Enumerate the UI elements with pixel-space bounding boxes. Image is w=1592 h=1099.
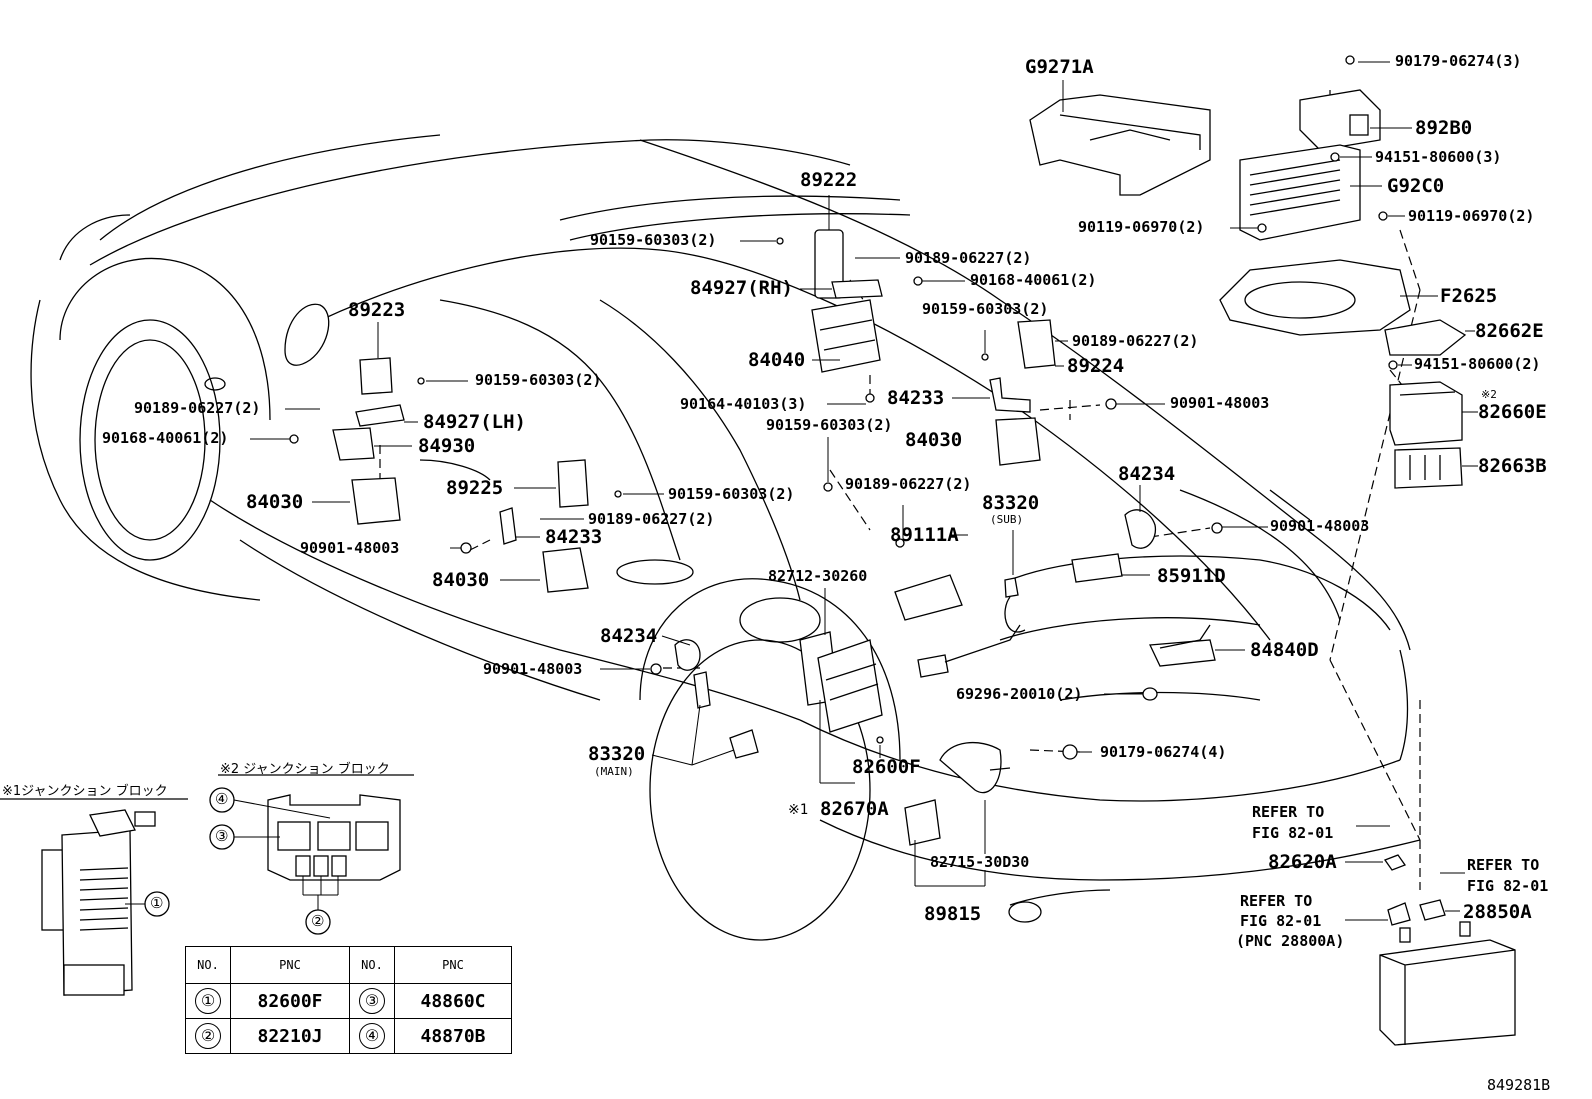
table-row: ② 82210J ④ 48870B xyxy=(185,1018,512,1054)
car-body-outline xyxy=(30,134,1421,941)
label-90179-06274-3: 90179-06274(3) xyxy=(1395,52,1522,70)
label-90901-48003-d: 90901-48003 xyxy=(483,660,583,678)
label-84840d: 84840D xyxy=(1250,639,1319,661)
label-84233-a: 84233 xyxy=(545,526,603,548)
label-90164-40103: 90164-40103(3) xyxy=(680,395,807,413)
label-90168-40061-b: 90168-40061(2) xyxy=(102,429,229,447)
row-1-pnc-1: 82600F xyxy=(230,983,350,1019)
label-84030-c: 84030 xyxy=(905,429,963,451)
label-82620a: 82620A xyxy=(1268,851,1337,873)
label-89222: 89222 xyxy=(800,169,858,191)
label-90901-48003-b: 90901-48003 xyxy=(1170,394,1270,412)
label-90179-06274-4: 90179-06274(4) xyxy=(1100,743,1227,761)
label-refer-3-b: FIG 82-01 xyxy=(1240,912,1322,930)
header-pnc-1: PNC xyxy=(230,946,350,984)
row-2-no-1: ② xyxy=(185,1018,231,1054)
label-refer-1-a: REFER TO xyxy=(1252,803,1325,821)
label-892b0: 892B0 xyxy=(1415,117,1473,139)
row-1-no-1: ① xyxy=(185,983,231,1019)
label-84233-b: 84233 xyxy=(887,387,945,409)
label-refer-2-b: FIG 82-01 xyxy=(1467,877,1549,895)
label-90189-06227-e: 90189-06227(2) xyxy=(845,475,972,493)
label-82712-30260: 82712-30260 xyxy=(768,567,868,585)
label-refer-3-a: REFER TO xyxy=(1240,892,1313,910)
label-90159-60303-e: 90159-60303(2) xyxy=(766,416,893,434)
label-90901-48003-c: 90901-48003 xyxy=(1270,517,1370,535)
label-82715-30d30: 82715-30D30 xyxy=(930,853,1030,871)
label-83320-sub: 83320 xyxy=(982,492,1040,514)
label-83320-main: 83320 xyxy=(588,743,646,765)
label-90189-06227-c: 90189-06227(2) xyxy=(134,399,261,417)
label-94151-80600-2: 94151-80600(2) xyxy=(1414,355,1541,373)
row-2-pnc-2: 48870B xyxy=(394,1018,512,1054)
row-2-no-2: ④ xyxy=(349,1018,395,1054)
label-g92c0: G92C0 xyxy=(1387,175,1445,197)
label-94151-80600-3: 94151-80600(3) xyxy=(1375,148,1502,166)
label-90119-06970-right: 90119-06970(2) xyxy=(1408,207,1535,225)
label-refer-1-b: FIG 82-01 xyxy=(1252,824,1334,842)
leader-lines xyxy=(250,61,1478,921)
table-row: ① 82600F ③ 48860C xyxy=(185,983,512,1019)
inset-2-callout-3: ③ xyxy=(215,827,229,845)
label-84234-b: 84234 xyxy=(600,625,658,647)
label-82660e: 82660E xyxy=(1478,401,1547,423)
pnc-table-header: NO. PNC NO. PNC xyxy=(185,946,512,984)
row-2-pnc-1: 82210J xyxy=(230,1018,350,1054)
inset-2-callout-2: ② xyxy=(311,912,325,930)
label-refer-3-c: (PNC 28800A) xyxy=(1236,932,1345,950)
label-84927-rh: 84927(RH) xyxy=(690,277,793,299)
label-82663b: 82663B xyxy=(1478,455,1547,477)
label-90189-06227-a: 90189-06227(2) xyxy=(905,249,1032,267)
label-84927-lh: 84927(LH) xyxy=(423,411,526,433)
label-89224: 89224 xyxy=(1067,355,1125,377)
label-89815: 89815 xyxy=(924,903,982,925)
parts xyxy=(289,55,1516,1046)
header-pnc-2: PNC xyxy=(394,946,512,984)
label-84030-b: 84030 xyxy=(432,569,490,591)
label-84930: 84930 xyxy=(418,435,476,457)
label-89223: 89223 xyxy=(348,299,406,321)
label-84234-a: 84234 xyxy=(1118,463,1176,485)
label-90189-06227-b: 90189-06227(2) xyxy=(1072,332,1199,350)
label-f2625: F2625 xyxy=(1440,285,1498,307)
label-89225: 89225 xyxy=(446,477,504,499)
label-note-1-mark: ※1 xyxy=(788,802,809,818)
label-90159-60303-a: 90159-60303(2) xyxy=(590,231,717,249)
label-90168-40061-a: 90168-40061(2) xyxy=(970,271,1097,289)
row-1-no-2: ③ xyxy=(349,983,395,1019)
inset-junction-block-1 xyxy=(0,798,188,996)
figure-id: 849281B xyxy=(1487,1076,1551,1094)
inset-1-callout: ① xyxy=(150,894,164,912)
label-82662e: 82662E xyxy=(1475,320,1544,342)
inset-1-title: ※1ジャンクション ブロック xyxy=(2,784,168,799)
label-28850a: 28850A xyxy=(1463,901,1532,923)
label-89111a: 89111A xyxy=(890,524,959,546)
label-refer-2-a: REFER TO xyxy=(1467,856,1540,874)
inset-2-title: ※2 ジャンクション ブロック xyxy=(220,762,390,777)
label-note-2-mark: ※2 xyxy=(1481,388,1497,401)
label-g9271a: G9271A xyxy=(1025,56,1094,78)
label-69296-20010: 69296-20010(2) xyxy=(956,685,1083,703)
label-90119-06970-left: 90119-06970(2) xyxy=(1078,218,1205,236)
inset-2-callout-4: ④ xyxy=(215,790,229,808)
header-no-2: NO. xyxy=(349,946,395,984)
label-90159-60303-c: 90159-60303(2) xyxy=(475,371,602,389)
header-no-1: NO. xyxy=(185,946,231,984)
label-sub-note: (SUB) xyxy=(990,513,1024,526)
label-90159-60303-d: 90159-60303(2) xyxy=(668,485,795,503)
label-90901-48003-a: 90901-48003 xyxy=(300,539,400,557)
label-82600f: 82600F xyxy=(852,756,921,778)
label-84030-a: 84030 xyxy=(246,491,304,513)
label-84040: 84040 xyxy=(748,349,806,371)
label-90159-60303-b: 90159-60303(2) xyxy=(922,300,1049,318)
label-main-note: (MAIN) xyxy=(594,765,634,778)
pnc-table: NO. PNC NO. PNC ① 82600F ③ 48860C ② 8221… xyxy=(185,946,512,1054)
label-85911d: 85911D xyxy=(1157,565,1226,587)
label-82670a: 82670A xyxy=(820,798,889,820)
row-1-pnc-2: 48860C xyxy=(394,983,512,1019)
inset-junction-block-2 xyxy=(209,774,414,935)
label-90189-06227-d: 90189-06227(2) xyxy=(588,510,715,528)
